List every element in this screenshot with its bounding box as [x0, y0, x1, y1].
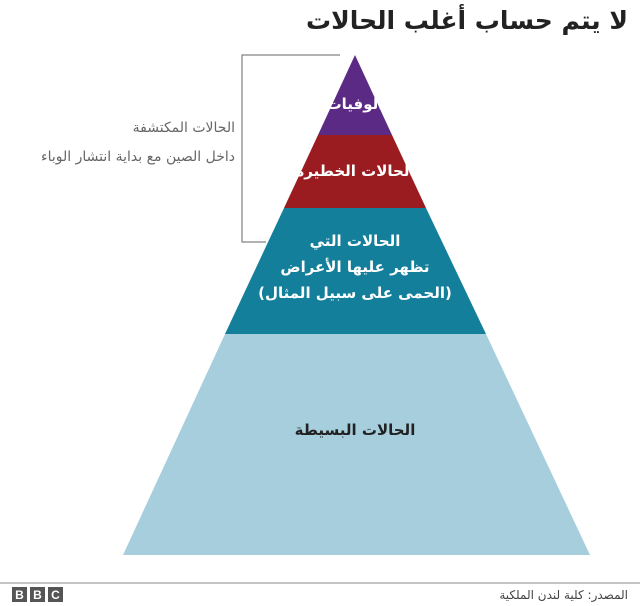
label-symptomatic-line3: (الحمى على سبيل المثال): [258, 284, 452, 302]
label-deaths: الوفيات: [326, 95, 384, 113]
chart-title: لا يتم حساب أغلب الحالات: [305, 6, 628, 35]
label-severe: الحالات الخطيرة: [295, 162, 415, 180]
layer-symptomatic: [225, 208, 486, 334]
bbc-logo: B B C: [12, 587, 63, 602]
bracket-note-line2: داخل الصين مع بداية انتشار الوباء: [41, 149, 235, 165]
bracket-note-line1: الحالات المكتشفة: [132, 120, 235, 136]
label-mild: الحالات البسيطة: [294, 421, 416, 439]
label-symptomatic: الحالات التي تظهر عليها الأعراض (الحمى ع…: [230, 228, 480, 306]
layer-deaths: [318, 55, 392, 135]
layer-mild: [123, 334, 590, 555]
bbc-logo-b1: B: [12, 587, 27, 602]
bbc-logo-c: C: [48, 587, 63, 602]
bracket-note: الحالات المكتشفة داخل الصين مع بداية انت…: [41, 114, 235, 172]
bbc-logo-b2: B: [30, 587, 45, 602]
label-symptomatic-line2: تظهر عليها الأعراض: [280, 258, 430, 276]
bracket-line: [241, 54, 340, 243]
source-text: المصدر: كلية لندن الملكية: [499, 588, 628, 602]
label-symptomatic-line1: الحالات التي: [309, 232, 401, 250]
layer-severe: [284, 135, 426, 208]
